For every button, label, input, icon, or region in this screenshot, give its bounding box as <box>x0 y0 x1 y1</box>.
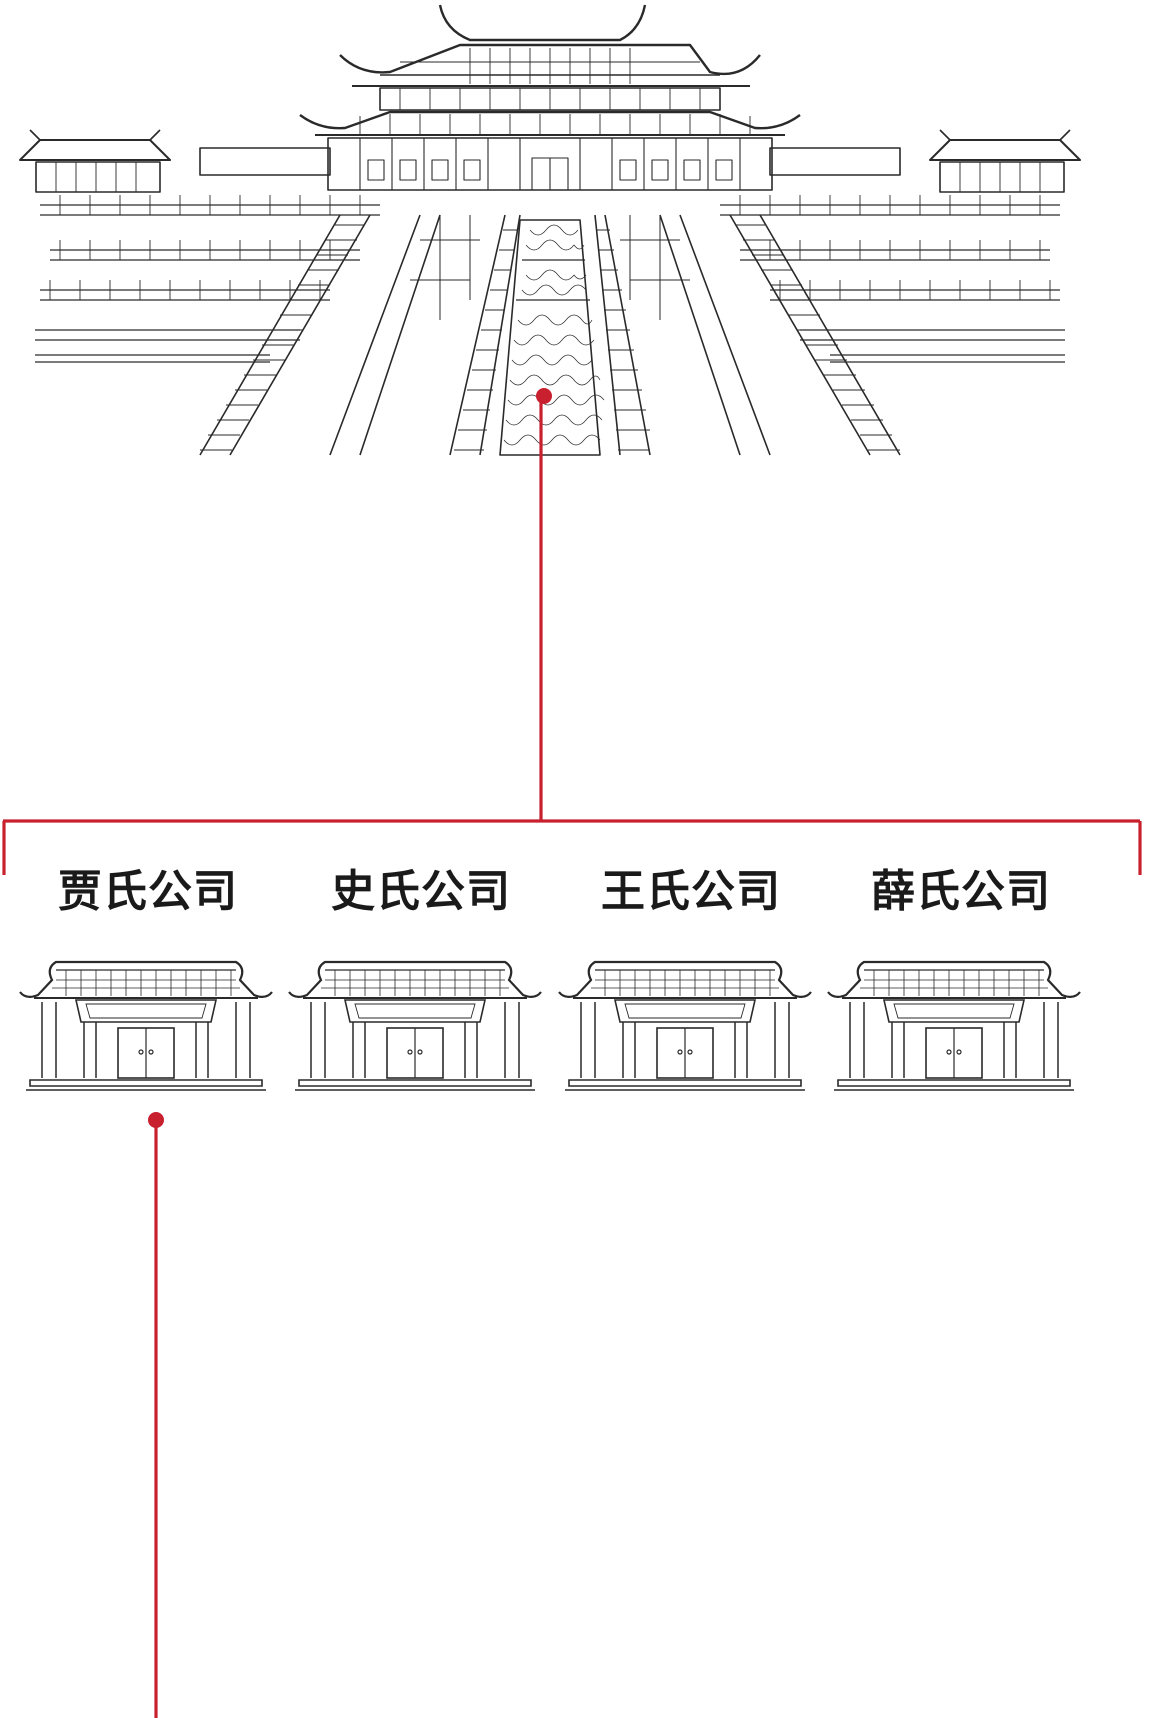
palace-icon <box>19 4 1081 456</box>
jia-gatehouse-icon <box>18 960 274 1092</box>
company-label-shi: 史氏公司 <box>331 866 511 917</box>
company-label-jia: 贾氏公司 <box>58 866 238 917</box>
company-label-xue: 薛氏公司 <box>871 866 1051 917</box>
shi-gatehouse-icon <box>287 960 543 1092</box>
xue-gatehouse-icon <box>826 960 1082 1092</box>
company-label-wang: 王氏公司 <box>601 866 781 917</box>
connector-lines <box>2 396 1142 1718</box>
jia-company-node-dot <box>148 1112 164 1128</box>
wang-gatehouse-icon <box>557 960 813 1092</box>
palace-node-dot <box>536 388 552 404</box>
